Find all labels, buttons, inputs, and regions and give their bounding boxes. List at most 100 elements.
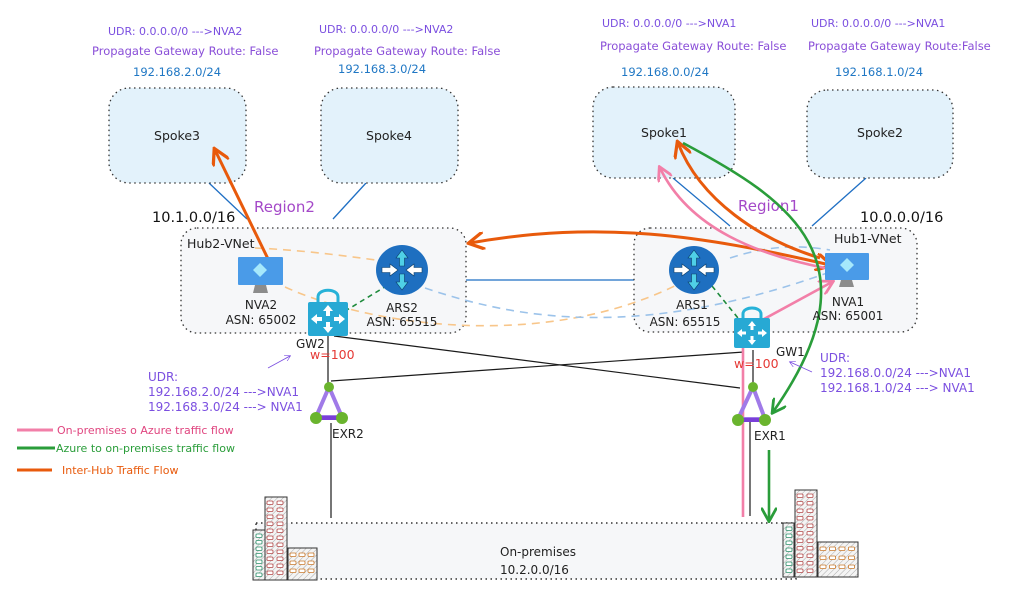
building-window (806, 501, 814, 506)
building-window (819, 564, 827, 569)
nva2-asn: ASN: 65002 (226, 313, 297, 327)
building-window (289, 568, 297, 573)
onprem-box[interactable]: On-premises 10.2.0.0/16 (255, 522, 797, 580)
building-window (255, 553, 263, 558)
building-window (785, 540, 793, 545)
building-window (838, 546, 846, 551)
legend-label: On-premises o Azure traffic flow (57, 424, 234, 437)
gw2-name: GW2 (296, 337, 325, 351)
building-window (266, 535, 274, 540)
building-window (276, 535, 284, 540)
building-window (255, 559, 263, 564)
building-window (255, 533, 263, 538)
building-window (276, 507, 284, 512)
building-window (289, 560, 297, 565)
spoke4-cidr: 192.168.3.0/24 (338, 62, 426, 76)
peering-spoke1-hub1 (672, 177, 731, 227)
gw1-name: GW1 (776, 345, 805, 359)
building-window (276, 556, 284, 561)
spoke4-box[interactable]: Spoke4 (320, 87, 459, 184)
building-window (266, 528, 274, 533)
legend-item-inter-hub: Inter-Hub Traffic Flow (17, 464, 178, 477)
building-window (255, 540, 263, 545)
spoke3-label: Spoke3 (154, 128, 200, 143)
hub1-label: Hub1-VNet (834, 231, 902, 246)
legend: On-premises o Azure traffic flow Azure t… (17, 424, 235, 477)
building-window (289, 552, 297, 557)
spoke2-annotations: UDR: 0.0.0.0/0 --->NVA1 Propagate Gatewa… (808, 17, 991, 79)
ars1-router-icon[interactable] (669, 246, 719, 294)
building-window (266, 570, 274, 575)
region2-label: Region2 (254, 198, 315, 216)
spoke2-box[interactable]: Spoke2 (806, 89, 954, 179)
flow-nva1-to-spoke1 (678, 143, 821, 260)
building-window (298, 560, 306, 565)
exr2-circuit-icon[interactable] (310, 381, 348, 424)
bgp-gw1-ars1 (711, 285, 739, 319)
flow-gw1-to-nva1 (752, 282, 832, 327)
azure-to-onprem-flows (682, 141, 823, 520)
building-window (785, 533, 793, 538)
expressroute-connections (327, 335, 754, 518)
gw2-udr-title: UDR: (148, 370, 178, 384)
building-window (298, 568, 306, 573)
building-window (266, 521, 274, 526)
onprem-label: On-premises (500, 545, 576, 559)
peering-spoke2-hub1 (811, 177, 867, 227)
building-window (838, 564, 846, 569)
building-window (298, 552, 306, 557)
nva2-icon[interactable] (238, 257, 283, 293)
bgp-nva2-ars2 (254, 247, 391, 263)
peering-spoke3-hub2 (208, 182, 248, 220)
spoke4-annotations: UDR: 0.0.0.0/0 --->NVA2 Propagate Gatewa… (314, 23, 500, 76)
spoke1-cidr: 192.168.0.0/24 (621, 65, 709, 79)
building-window (829, 555, 836, 560)
gw1-weight: w=100 (734, 356, 779, 371)
nva1-icon[interactable] (825, 253, 869, 287)
building-window (796, 523, 804, 528)
building-window (796, 568, 804, 573)
nva1-asn: ASN: 65001 (813, 309, 884, 323)
flow-spoke1-to-exr1 (682, 141, 823, 412)
gw2-udr-route: 192.168.2.0/24 --->NVA1 (148, 385, 299, 399)
ars2-asn: ASN: 65515 (367, 315, 438, 329)
spoke4-propagate: Propagate Gateway Route: False (314, 44, 500, 58)
inter-hub-flows (215, 143, 830, 265)
building-window (806, 531, 814, 536)
building-window (848, 555, 855, 560)
building-window (819, 546, 827, 551)
legend-label: Azure to on-premises traffic flow (56, 442, 235, 455)
building-window (255, 572, 263, 577)
gw1-gateway-icon[interactable] (734, 306, 770, 348)
building-window (785, 568, 793, 573)
building-window (266, 549, 274, 554)
bgp-ars2-nva1 (424, 271, 831, 319)
ars2-router-icon[interactable] (376, 245, 428, 295)
building-window (796, 531, 804, 536)
gw2-gateway-icon[interactable] (308, 288, 348, 336)
building-window (796, 508, 804, 513)
spoke1-box[interactable]: Spoke1 (592, 86, 736, 179)
gw2-udr-route: 192.168.3.0/24 ---> NVA1 (148, 400, 303, 414)
building-icon-left (252, 496, 318, 581)
building-window (276, 542, 284, 547)
gw1-udr-route: 192.168.1.0/24 ---> NVA1 (820, 381, 975, 395)
building-window (796, 493, 804, 498)
spoke3-cidr: 192.168.2.0/24 (133, 65, 221, 79)
building-window (848, 546, 855, 551)
exr1-name: EXR1 (754, 429, 786, 443)
hub2-cidr: 10.1.0.0/16 (152, 210, 235, 226)
exr1-circuit-icon[interactable] (732, 381, 771, 426)
peering-lines (208, 177, 867, 281)
building-window (838, 555, 846, 560)
building-window (819, 555, 827, 560)
building-window (276, 570, 284, 575)
building-window (276, 521, 284, 526)
legend-label: Inter-Hub Traffic Flow (62, 464, 178, 477)
building-window (796, 553, 804, 558)
building-window (255, 566, 263, 571)
building-window (307, 560, 315, 565)
building-window (266, 542, 274, 547)
building-window (255, 546, 263, 551)
